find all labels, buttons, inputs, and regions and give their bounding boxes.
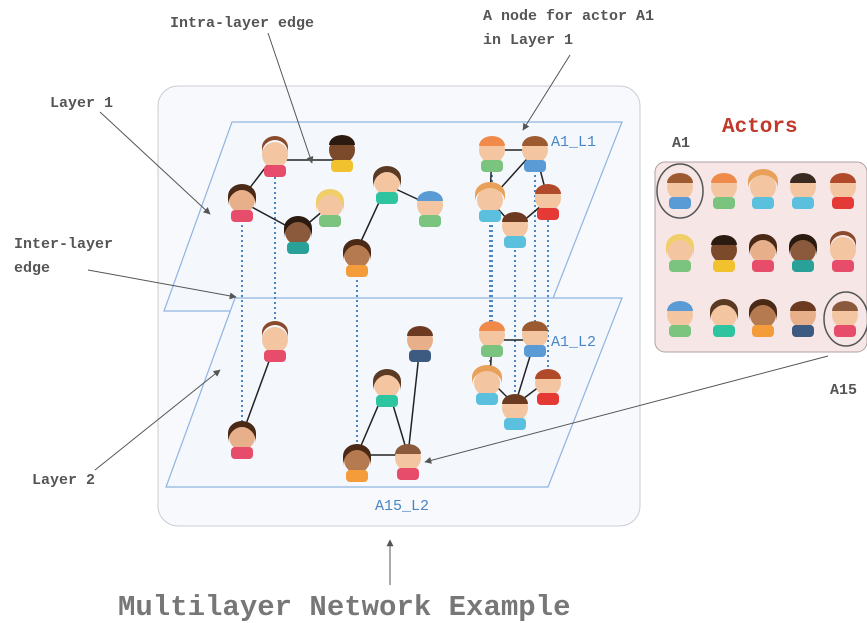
annotation-inter-layer-line2: edge <box>14 260 50 277</box>
actor-a1-highlight <box>656 163 704 219</box>
inter-layer-edges <box>241 160 549 455</box>
actor-label-a1: A1 <box>672 135 690 152</box>
layer-1-nodes <box>228 135 561 277</box>
layer-2-nodes <box>228 321 561 482</box>
node-label-a1-l2: A1_L2 <box>551 334 596 351</box>
annotation-inter-layer-line1: Inter-layer <box>14 236 113 253</box>
actor-a15-highlight <box>823 291 867 347</box>
annotation-layer-1: Layer 1 <box>50 95 113 112</box>
figure-caption: Multilayer Network Example <box>118 591 570 623</box>
annotation-layer-2: Layer 2 <box>32 472 95 489</box>
node-label-a1-l1: A1_L1 <box>551 134 596 151</box>
annotation-intra-layer-edge: Intra-layer edge <box>170 15 314 32</box>
node-label-a15-l2: A15_L2 <box>375 498 429 515</box>
annotation-node-a1-line2: in Layer 1 <box>483 32 573 49</box>
actors-title: Actors <box>722 116 798 139</box>
annotation-arrows <box>87 32 829 585</box>
actors-grid <box>666 169 858 337</box>
actor-label-a15: A15 <box>830 382 857 399</box>
annotation-node-a1-line1: A node for actor A1 <box>483 8 654 25</box>
